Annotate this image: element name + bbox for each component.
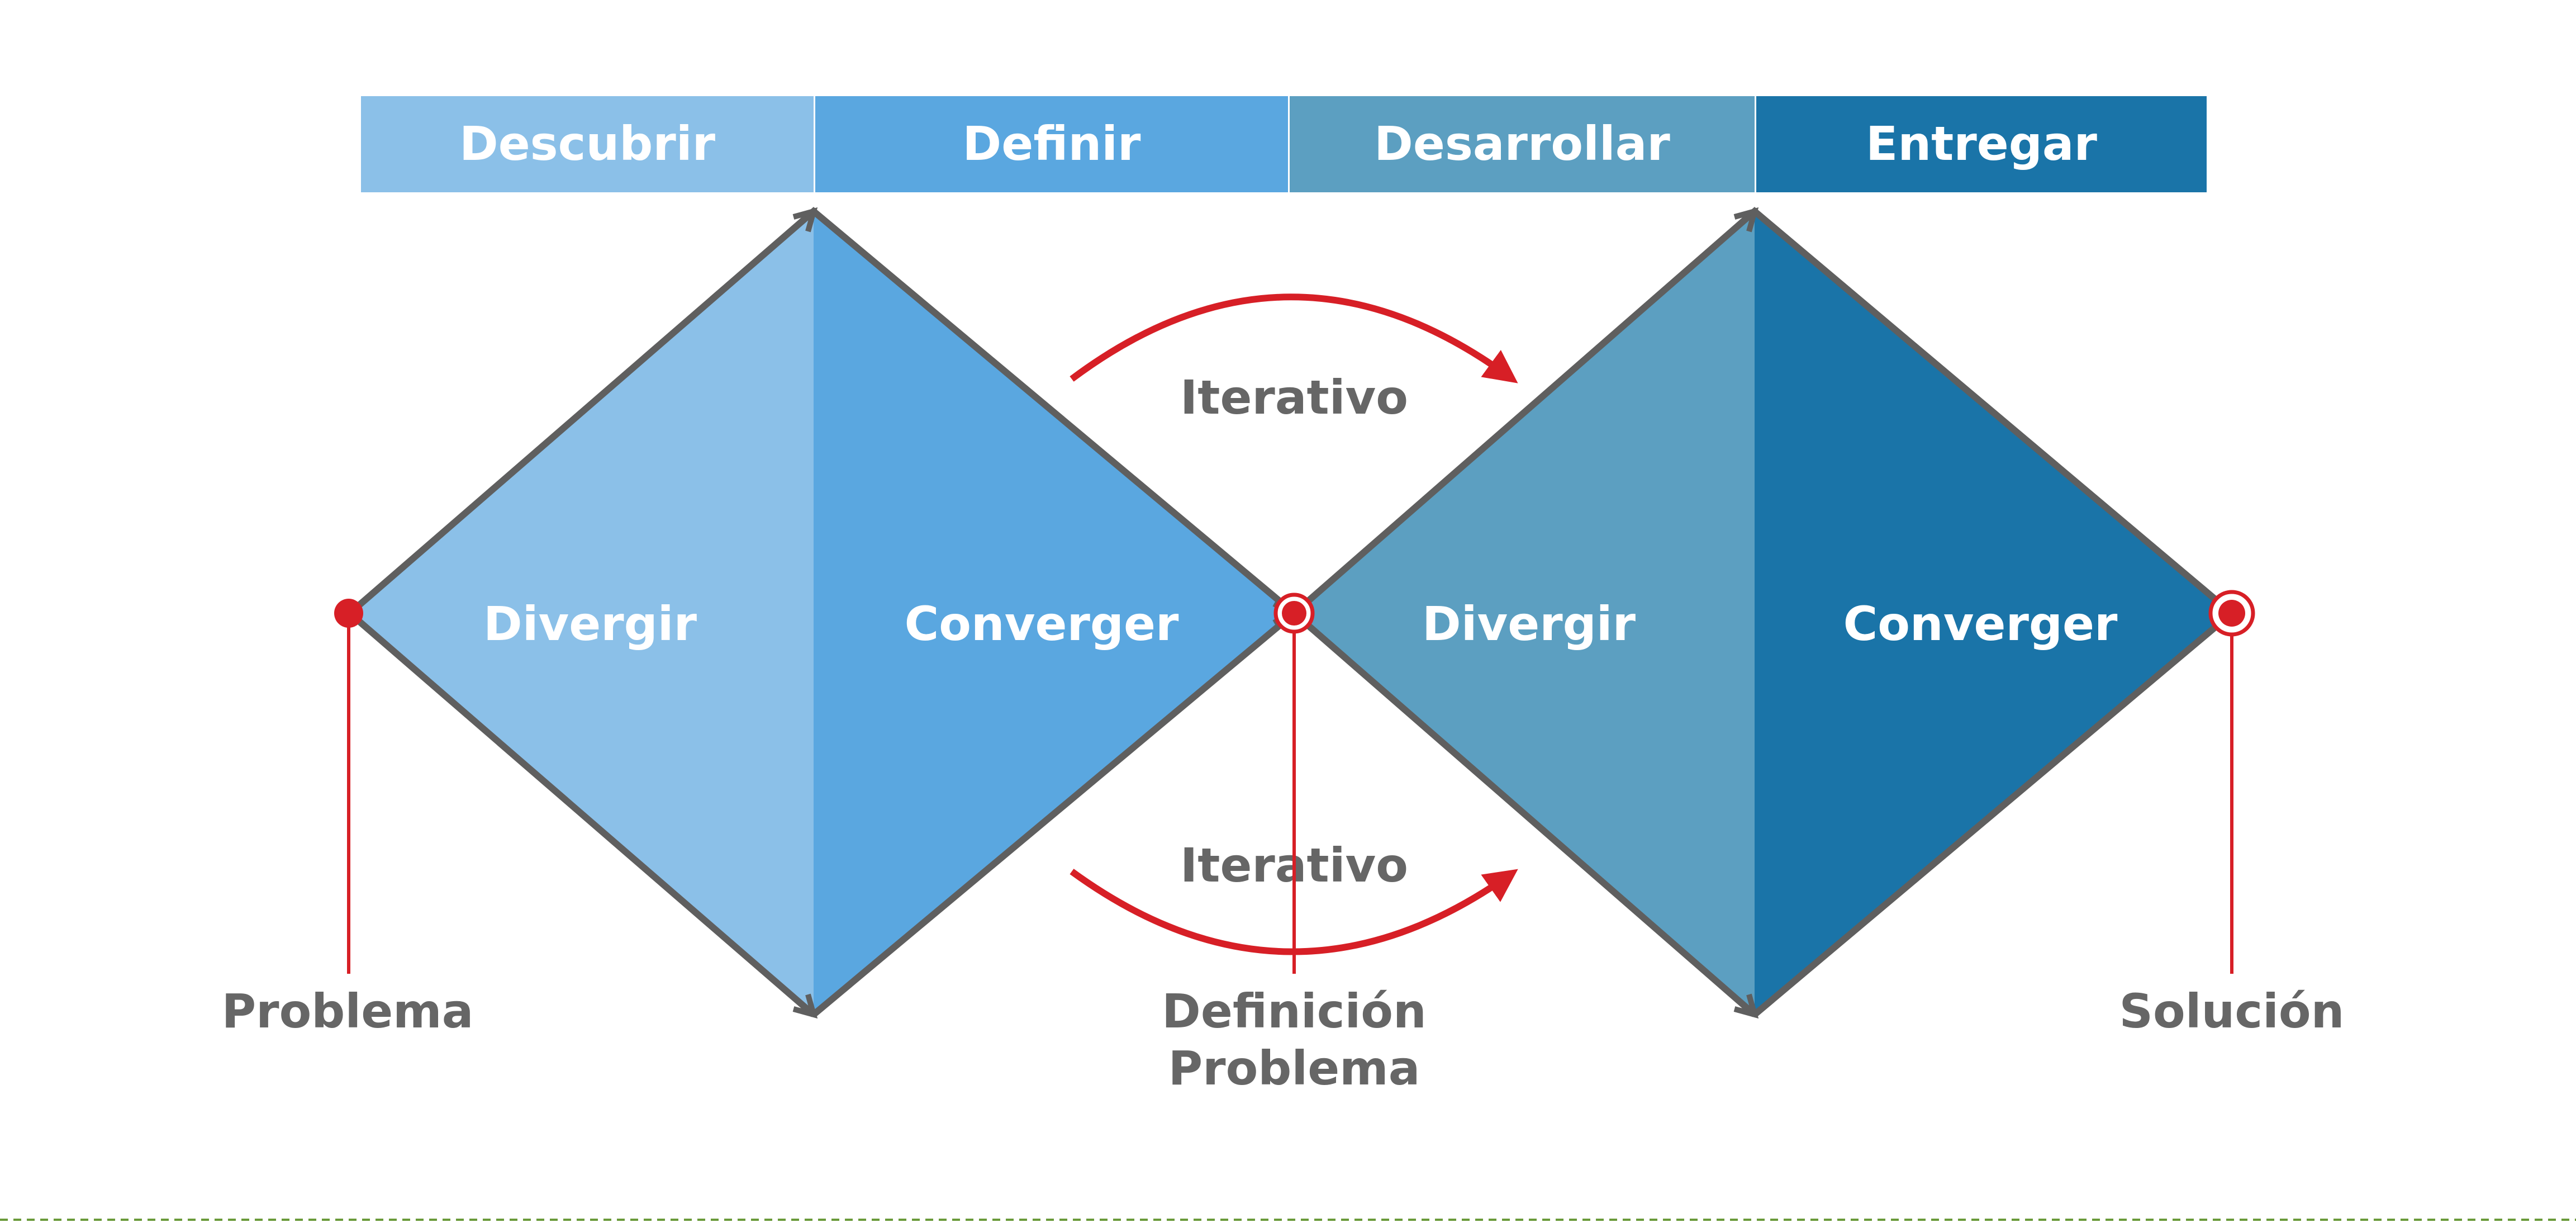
iterative-top-arrow <box>1070 293 1518 383</box>
phase-bar-entregar <box>1756 96 2207 192</box>
phase-label-descubrir: Descubrir <box>459 116 716 171</box>
diamond-one: Divergir Converger <box>344 207 1300 1019</box>
middle-marker-dot <box>1282 601 1306 626</box>
milestone-markers <box>334 590 2255 974</box>
solucion-label: Solución <box>2119 984 2345 1039</box>
diamond-one-divergir-half <box>350 211 814 1015</box>
diamond-one-divergir-label: Divergir <box>483 596 697 651</box>
phase-label-entregar: Entregar <box>1866 116 2098 171</box>
diamond-two-top-arrowhead <box>1733 207 1759 233</box>
definicion-label-line1: Definición <box>1162 984 1427 1039</box>
phase-label-definir: Definir <box>963 116 1142 171</box>
diamond-two-converger-label: Converger <box>1843 596 2118 651</box>
diamond-two-divergir-label: Divergir <box>1422 596 1636 651</box>
milestone-labels: Problema Definición Problema Solución <box>222 984 2345 1096</box>
phase-header: Descubrir Definir Desarrollar Entregar <box>361 96 2207 192</box>
iterative-top-label: Iterativo <box>1180 370 1408 425</box>
iterative-bottom-arrow <box>1070 869 1518 955</box>
diamond-two-bottom-arrowhead <box>1733 993 1759 1019</box>
diamond-two-converger-half <box>1755 211 2232 1015</box>
phase-bar-desarrollar <box>1290 96 1755 192</box>
diamond-one-converger-label: Converger <box>905 596 1179 651</box>
end-marker-dot <box>2218 600 2245 627</box>
diamond-two: Divergir Converger <box>1289 207 2237 1019</box>
diamond-two-divergir-half <box>1294 211 1755 1015</box>
diamond-one-converger-half <box>814 211 1294 1015</box>
diamond-one-top-arrowhead <box>792 207 818 233</box>
definicion-label-line2: Problema <box>1168 1041 1420 1096</box>
diamond-one-bottom-arrowhead <box>792 993 818 1019</box>
phase-bar-definir <box>815 96 1288 192</box>
phase-bar-descubrir <box>361 96 814 192</box>
problema-label: Problema <box>222 984 474 1039</box>
start-marker-dot <box>334 599 363 628</box>
iterative-arcs: Iterativo Iterativo <box>1070 293 1518 955</box>
phase-label-desarrollar: Desarrollar <box>1374 116 1670 171</box>
